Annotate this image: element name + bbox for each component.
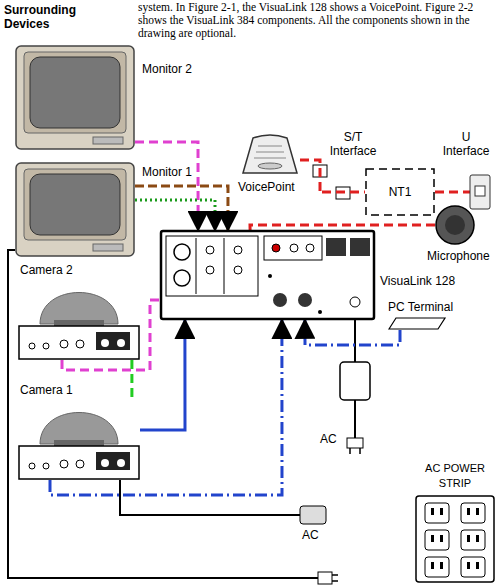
power-strip: AC POWER STRIP: [415, 495, 495, 583]
shape-outline: [15, 162, 135, 257]
wiring-part: [332, 575, 338, 581]
wiring-part: [470, 175, 490, 209]
wiring-part: [347, 438, 363, 448]
wiring-part: [475, 186, 485, 196]
cable-connector: [130, 360, 133, 400]
node-label: Camera 2: [20, 263, 100, 277]
shape-outline: [18, 280, 140, 360]
camera-icon: Camera 1: [18, 400, 140, 480]
node-label: PC Terminal: [388, 300, 468, 314]
node-label: Camera 1: [20, 383, 100, 397]
wiring-part: [120, 480, 300, 515]
nt1-box: NT1: [365, 168, 435, 216]
node-label: VoicePoint: [238, 180, 318, 194]
interface-label: S/T Interface: [322, 130, 384, 158]
cable-connector: [135, 186, 228, 230]
shape-outline: [388, 317, 446, 330]
microphone-icon: Microphone: [435, 205, 475, 245]
cable-connector: [140, 320, 185, 430]
cable-connector: [300, 160, 365, 193]
wiring-part: [340, 362, 370, 400]
node-label: Monitor 2: [142, 62, 222, 76]
node-label: NT1: [365, 168, 435, 216]
body-text: system. In Figure 2-1, the VisuaLink 128…: [138, 1, 498, 40]
monitor-icon: Monitor 1: [15, 162, 135, 257]
cable-connector: [250, 225, 435, 230]
pc-terminal-icon: PC Terminal: [388, 317, 446, 330]
shape-outline: [15, 45, 135, 150]
wiring-part: [318, 572, 332, 584]
power-label: AC: [302, 528, 326, 542]
shape-outline: [415, 495, 495, 583]
cable-connector: [305, 320, 400, 345]
node-label: AC POWER STRIP: [413, 461, 497, 491]
wiring-part: [354, 400, 356, 438]
power-label: AC: [320, 432, 344, 446]
shape-outline: [18, 400, 140, 480]
node-label: Monitor 1: [142, 165, 222, 179]
shape-outline: [240, 132, 300, 177]
node-label: VisuaLink 128: [380, 274, 470, 288]
visualink-unit: VisuaLink 128: [160, 230, 375, 320]
voicepoint-icon: VoicePoint: [240, 132, 300, 177]
shape-outline: [160, 230, 375, 320]
section-heading: Surrounding Devices: [4, 3, 88, 31]
wiring-part: [435, 191, 470, 194]
node-label: Microphone: [427, 249, 491, 263]
wiring-part: [300, 506, 326, 524]
monitor-icon: Monitor 2: [15, 45, 135, 150]
cable-connector: [135, 200, 215, 230]
camera-icon: Camera 2: [18, 280, 140, 360]
shape-outline: [435, 205, 475, 245]
wiring-part: [350, 448, 360, 454]
interface-label: U Interface: [438, 130, 494, 158]
wiring-part: [354, 320, 356, 362]
